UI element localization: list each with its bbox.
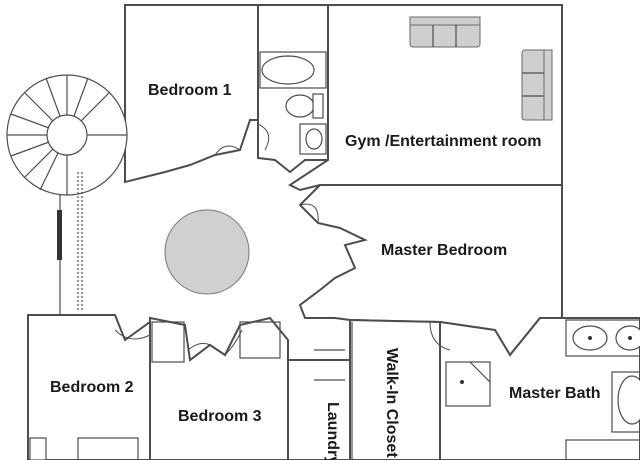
label-gym: Gym /Entertainment room (345, 133, 541, 150)
bedroom3-closet-right (239, 321, 281, 359)
label-master-bedroom: Master Bedroom (381, 242, 507, 259)
label-master-bath: Master Bath (509, 385, 601, 402)
vanity (299, 123, 327, 155)
bathtub-master (611, 371, 640, 433)
bathtub-frame (259, 51, 327, 89)
bedroom3-door-left (187, 342, 211, 351)
label-laundry: Laundry (324, 402, 341, 460)
sofa-right (521, 49, 553, 121)
window-left (57, 210, 62, 260)
label-bedroom-3: Bedroom 3 (178, 408, 262, 425)
shower-drain (460, 380, 464, 384)
rotunda-circle (164, 209, 250, 295)
laundry-walls (287, 359, 351, 460)
shower (445, 361, 491, 407)
spiral-staircase (6, 74, 128, 196)
master-door (299, 203, 319, 224)
bedroom1-door (214, 145, 241, 156)
walk-in-closet-walls (349, 318, 441, 460)
label-bedroom-2: Bedroom 2 (50, 379, 134, 396)
sink (305, 128, 323, 150)
bath-sink-2-drain (628, 336, 632, 340)
toilet (285, 94, 315, 118)
vanity-bottom (565, 439, 640, 460)
bedroom3-closet-left (151, 321, 185, 363)
bedroom2-counter (77, 437, 139, 460)
bedroom2-sink-fixture (29, 437, 47, 460)
gym-room-walls (288, 4, 563, 192)
bedroom3-door-right (224, 329, 243, 356)
master-bath-walls (439, 317, 640, 460)
bath-door-swing (257, 123, 270, 151)
sofa-top (409, 16, 481, 48)
bath-sink-1-drain (588, 336, 592, 340)
closet-door (429, 321, 451, 351)
bathtub-master-basin (617, 375, 640, 425)
toilet-tank (312, 93, 324, 119)
bedroom2-door (114, 329, 151, 340)
vanity-top (565, 319, 640, 357)
label-bedroom-1: Bedroom 1 (148, 82, 232, 99)
label-walk-in-closet: Walk-In Closet (383, 348, 400, 458)
shower-diag (469, 361, 491, 383)
bathtub (261, 55, 315, 85)
bedroom-3-walls (149, 316, 289, 460)
